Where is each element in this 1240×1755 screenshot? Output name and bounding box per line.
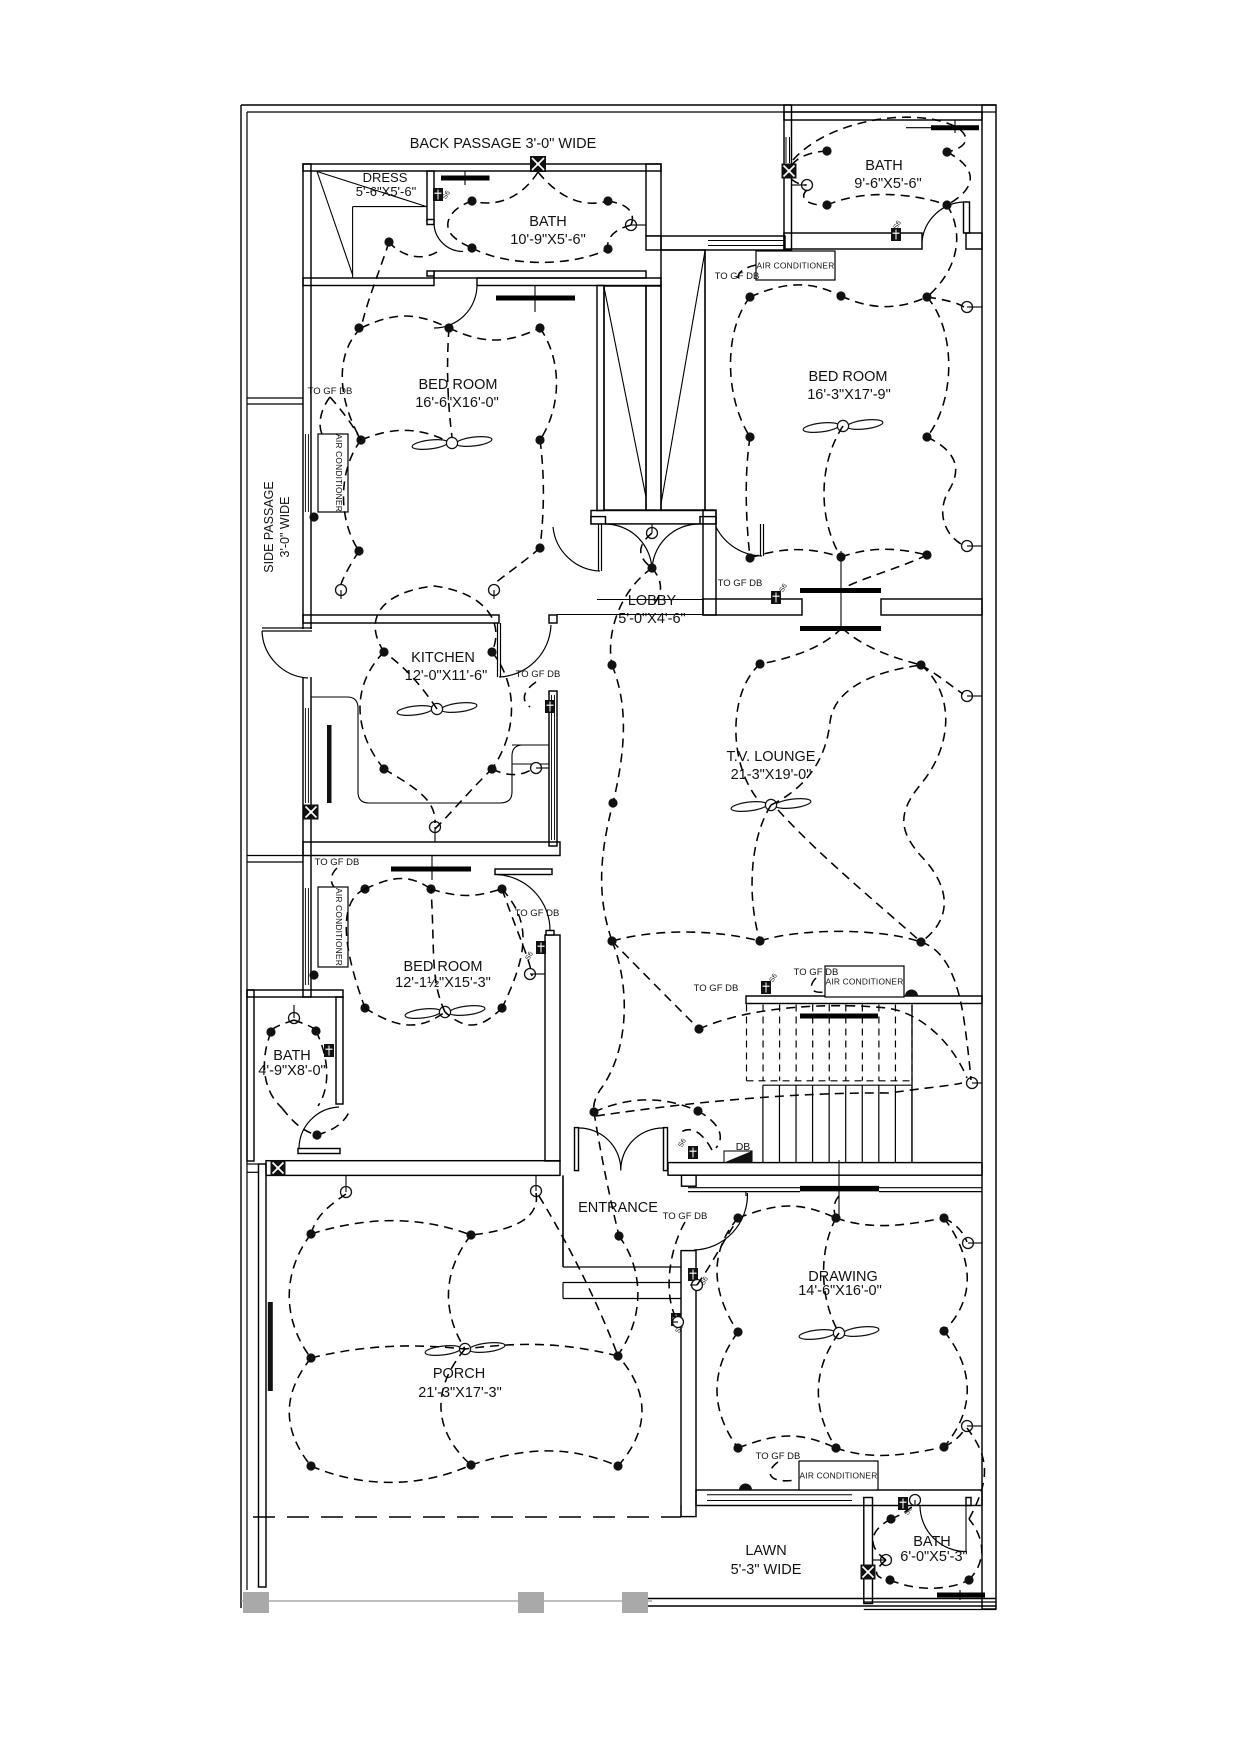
- svg-text:TO GF DB: TO GF DB: [756, 1451, 801, 1462]
- svg-text:BATH: BATH: [273, 1048, 311, 1064]
- svg-text:14'-6"X16'-0": 14'-6"X16'-0": [798, 1283, 882, 1299]
- svg-text:16'-6"X16'-0": 16'-6"X16'-0": [415, 395, 499, 411]
- svg-text:S6: S6: [678, 1138, 688, 1149]
- svg-text:S6: S6: [893, 220, 903, 231]
- svg-text:BED ROOM: BED ROOM: [419, 377, 498, 393]
- svg-text:TO GF DB: TO GF DB: [515, 908, 560, 919]
- svg-text:TO GF DB: TO GF DB: [516, 669, 561, 680]
- svg-text:5'-6"X5'-6": 5'-6"X5'-6": [356, 184, 417, 199]
- svg-text:AIR CONDITIONER: AIR CONDITIONER: [334, 888, 344, 966]
- svg-text:S6: S6: [525, 951, 535, 962]
- svg-text:TO GF DB: TO GF DB: [315, 857, 360, 868]
- svg-text:T.V. LOUNGE: T.V. LOUNGE: [727, 749, 816, 765]
- svg-text:5'-3" WIDE: 5'-3" WIDE: [731, 1562, 802, 1578]
- svg-text:BED ROOM: BED ROOM: [404, 959, 483, 975]
- svg-text:DRAWING: DRAWING: [808, 1269, 878, 1285]
- svg-text:AIR CONDITIONER: AIR CONDITIONER: [800, 1471, 878, 1481]
- svg-text:KITCHEN: KITCHEN: [411, 650, 475, 666]
- svg-text:S6: S6: [675, 1324, 685, 1335]
- svg-text:AIR CONDITIONER: AIR CONDITIONER: [334, 434, 344, 512]
- svg-text:5'-0"X4'-6": 5'-0"X4'-6": [618, 611, 685, 627]
- svg-text:S6: S6: [769, 973, 779, 984]
- svg-text:DB: DB: [736, 1141, 751, 1153]
- svg-text:BATH: BATH: [913, 1534, 951, 1550]
- svg-text:S6: S6: [442, 190, 452, 201]
- svg-text:BACK PASSAGE 3'-0" WIDE: BACK PASSAGE 3'-0" WIDE: [410, 136, 597, 152]
- svg-text:10'-9"X5'-6": 10'-9"X5'-6": [510, 232, 585, 248]
- svg-text:S6: S6: [779, 583, 789, 594]
- svg-text:9'-6"X5'-6": 9'-6"X5'-6": [854, 176, 921, 192]
- svg-text:4'-9"X8'-0": 4'-9"X8'-0": [258, 1063, 325, 1079]
- svg-text:BATH: BATH: [865, 158, 903, 174]
- svg-text:TO GF DB: TO GF DB: [694, 983, 739, 994]
- svg-text:PORCH: PORCH: [433, 1366, 485, 1382]
- svg-text:DRESS: DRESS: [363, 170, 408, 185]
- svg-text:TO GF DB: TO GF DB: [308, 386, 353, 397]
- svg-text:LAWN: LAWN: [745, 1543, 786, 1559]
- svg-text:12'-0"X11'-6": 12'-0"X11'-6": [405, 668, 487, 684]
- svg-text:TO GF DB: TO GF DB: [715, 271, 760, 282]
- svg-text:21'-3"X17'-3": 21'-3"X17'-3": [418, 1385, 502, 1401]
- svg-text:TO GF DB: TO GF DB: [663, 1211, 708, 1222]
- svg-text:12'-1½"X15'-3": 12'-1½"X15'-3": [395, 975, 491, 991]
- svg-text:3'-0" WIDE: 3'-0" WIDE: [278, 497, 292, 558]
- svg-text:AIR CONDITIONER: AIR CONDITIONER: [826, 977, 904, 987]
- svg-text:TO GF DB: TO GF DB: [718, 578, 763, 589]
- svg-text:BATH: BATH: [529, 214, 567, 230]
- svg-text:SIDE PASSAGE: SIDE PASSAGE: [262, 481, 276, 572]
- svg-text:TO GF DB: TO GF DB: [794, 967, 839, 978]
- svg-text:LOBBY: LOBBY: [628, 593, 677, 609]
- svg-text:16'-3"X17'-9": 16'-3"X17'-9": [807, 387, 891, 403]
- svg-text:ENTRANCE: ENTRANCE: [578, 1200, 658, 1216]
- svg-text:S6: S6: [700, 1276, 710, 1287]
- svg-text:21-3"X19'-0": 21-3"X19'-0": [731, 767, 812, 783]
- svg-text:BED ROOM: BED ROOM: [809, 369, 888, 385]
- svg-text:6'-0"X5'-3": 6'-0"X5'-3": [900, 1549, 967, 1565]
- svg-text:AIR CONDITIONER: AIR CONDITIONER: [757, 261, 835, 271]
- svg-text:S6: S6: [904, 1506, 914, 1517]
